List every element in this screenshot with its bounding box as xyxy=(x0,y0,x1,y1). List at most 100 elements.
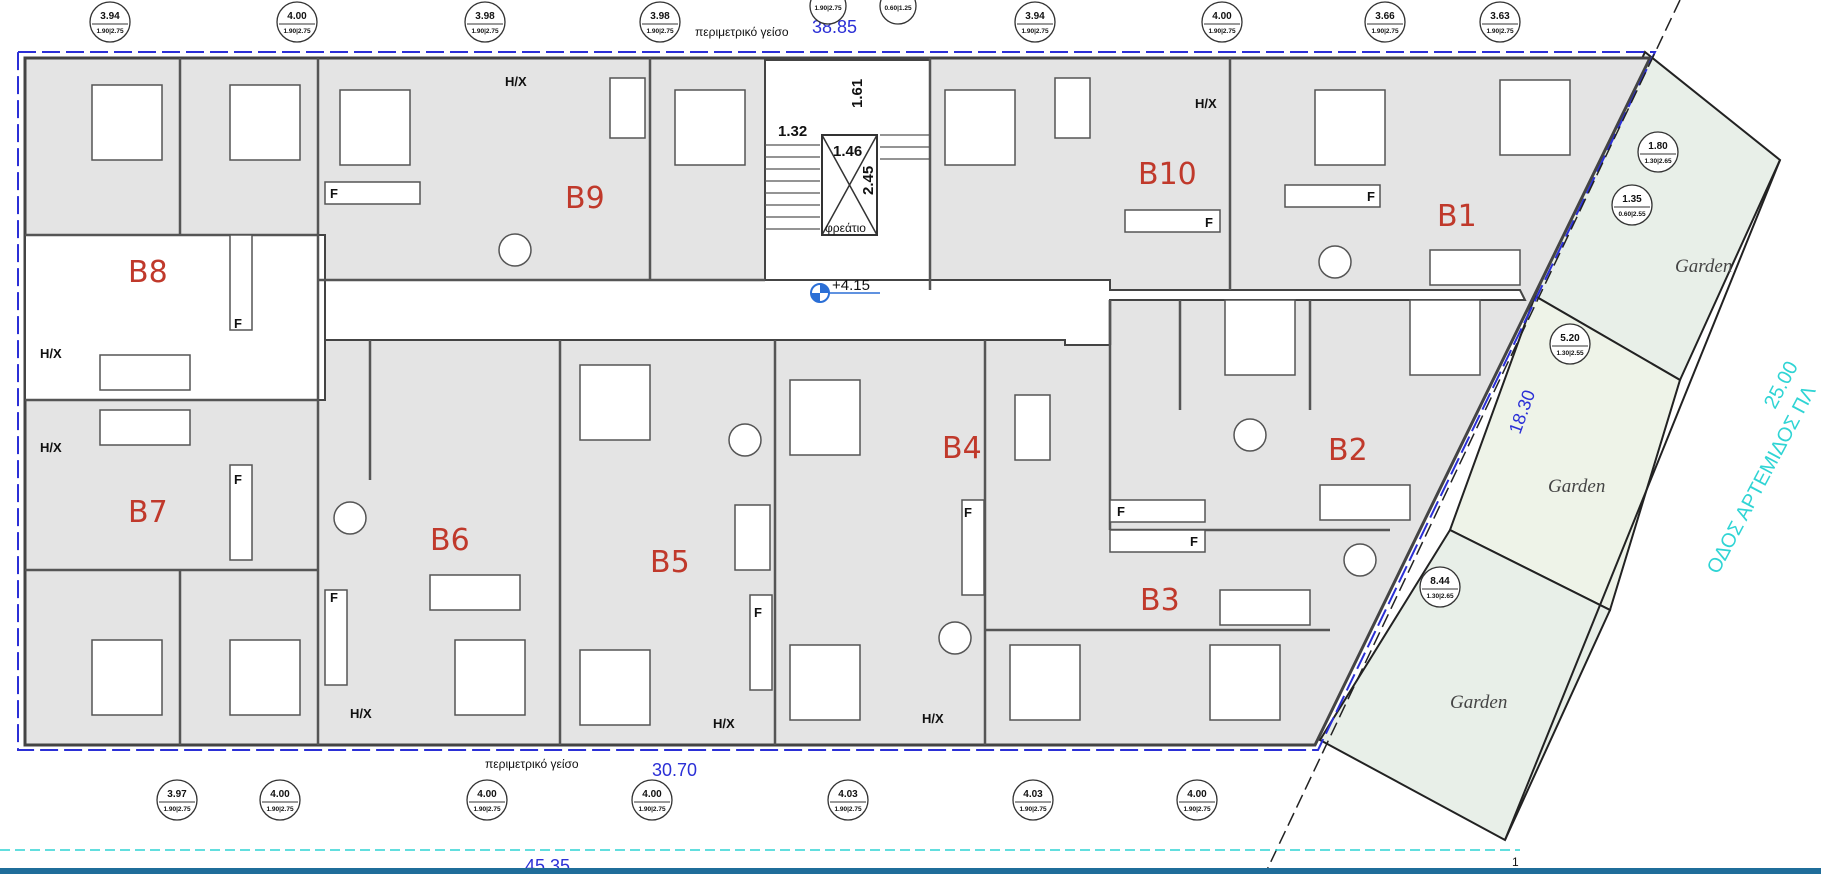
hk-labels: H/X H/X H/X H/X H/X H/X H/X xyxy=(40,74,1217,731)
window-dim-sub: 1.90|2.75 xyxy=(1019,806,1047,813)
fridge-label: F xyxy=(330,590,338,605)
window-dim-value: 3.66 xyxy=(1375,11,1395,22)
window-dim-circle: 4.00 1.90|2.75 xyxy=(259,779,301,821)
window-dim-value: 4.00 xyxy=(477,789,497,800)
stair: 1.32 1.61 1.46 2.45 φρεάτιο xyxy=(765,79,930,236)
window-dim-circle: 3.94 1.90|2.75 xyxy=(89,1,131,43)
fridge-label: F xyxy=(234,316,242,331)
hk-label: H/X xyxy=(40,346,62,361)
window-dim-sub: 1.90|2.75 xyxy=(266,806,294,813)
hk-label: H/X xyxy=(922,711,944,726)
shaft-label: φρεάτιο xyxy=(825,221,866,235)
window-dim-value: 4.03 xyxy=(1023,789,1043,800)
stair-dim-c: 1.46 xyxy=(833,143,862,160)
fridge-label: F xyxy=(1367,189,1375,204)
stair-dim-d: 2.45 xyxy=(860,166,877,195)
side-window-dimensions: 1.80 1.30|2.65 1.35 0.60|2.55 5.20 1.30|… xyxy=(1419,131,1679,608)
window-dim-value: 3.98 xyxy=(475,11,495,22)
bottom-status-bar xyxy=(0,868,1821,874)
window-dim-circle: 1.35 0.60|2.55 xyxy=(1611,184,1653,226)
apartment-label-b4: B4 xyxy=(942,431,982,466)
window-dim-sub: 1.90|2.75 xyxy=(834,806,862,813)
window-dim-sub: 1.90|2.75 xyxy=(638,806,666,813)
window-dim-circle: 4.00 1.90|2.75 xyxy=(1201,1,1243,43)
fridge-label: F xyxy=(1117,504,1125,519)
window-dim-circle: 4.00 1.90|2.75 xyxy=(631,779,673,821)
window-dim-circle: 4.00 1.90|2.75 xyxy=(276,1,318,43)
apartment-label-b6: B6 xyxy=(430,523,470,558)
fridge-label: F xyxy=(754,605,762,620)
window-dim-circle: 0.60|1.25 xyxy=(879,0,917,25)
window-dim-sub: 1.90|2.75 xyxy=(473,806,501,813)
window-dim-sub: 1.30|2.55 xyxy=(1556,350,1584,357)
apartment-label-b8: B8 xyxy=(128,255,168,290)
window-dim-sub: 1.30|2.65 xyxy=(1426,593,1454,600)
window-dim-sub: 1.90|2.75 xyxy=(1486,28,1514,35)
stair-dim-b: 1.61 xyxy=(849,79,866,108)
window-dim-sub: 1.30|2.65 xyxy=(1644,158,1672,165)
window-dim-circle: 3.97 1.90|2.75 xyxy=(156,779,198,821)
window-dim-sub: 1.90|2.75 xyxy=(471,28,499,35)
street-name: ΟΔΟΣ ΑΡΤΕΜΙΔΟΣ ΠΛ xyxy=(1703,382,1821,578)
window-dim-circle: 3.98 1.90|2.75 xyxy=(639,1,681,43)
apartment-label-b9: B9 xyxy=(565,181,605,216)
corridor xyxy=(24,59,1527,401)
window-dim-sub: 1.90|2.75 xyxy=(1371,28,1399,35)
window-dim-value: 1.80 xyxy=(1648,141,1668,152)
window-dim-value: 5.20 xyxy=(1560,333,1580,344)
corner-marker: 1 xyxy=(1512,855,1519,869)
window-dim-sub: 1.90|2.75 xyxy=(1021,28,1049,35)
window-dim-sub: 1.90|2.75 xyxy=(1183,806,1211,813)
garden-area: Garden Garden Garden xyxy=(1318,50,1782,842)
window-dim-value: 4.00 xyxy=(1212,11,1232,22)
window-dim-value: 1.35 xyxy=(1622,194,1642,205)
hk-label: H/X xyxy=(350,706,372,721)
garden-label-3: Garden xyxy=(1450,692,1507,713)
fridge-label: F xyxy=(234,472,242,487)
window-dim-circle: 1.90|2.75 xyxy=(809,0,847,25)
bottom-window-dimensions: 3.97 1.90|2.75 4.00 1.90|2.75 4.00 1.90|… xyxy=(156,779,1218,821)
window-dim-sub: 1.90|2.75 xyxy=(96,28,124,35)
stair-core xyxy=(764,59,931,281)
apartment-label-b10: B10 xyxy=(1138,157,1197,192)
boundary-dashed xyxy=(17,51,1657,751)
window-dim-sub: 0.60|1.25 xyxy=(884,5,912,12)
bottom-length: 30.70 xyxy=(652,760,697,780)
apartment-label-b5: B5 xyxy=(650,545,690,580)
furniture-beds xyxy=(91,79,1571,726)
apartment-label-b7: B7 xyxy=(128,495,168,530)
window-dim-value: 4.00 xyxy=(287,11,307,22)
window-dim-circle: 4.00 1.90|2.75 xyxy=(466,779,508,821)
window-dim-value: 3.98 xyxy=(650,11,670,22)
window-dim-value: 4.00 xyxy=(1187,789,1207,800)
fridge-label: F xyxy=(330,186,338,201)
window-dim-value: 3.97 xyxy=(167,789,187,800)
window-dim-circle: 3.98 1.90|2.75 xyxy=(464,1,506,43)
window-dim-sub: 1.90|2.75 xyxy=(283,28,311,35)
window-dim-sub: 1.90|2.75 xyxy=(163,806,191,813)
window-dim-circle: 4.00 1.90|2.75 xyxy=(1176,779,1218,821)
garden-label-2: Garden xyxy=(1548,476,1605,497)
partitions xyxy=(25,58,1390,745)
shaft xyxy=(821,134,878,236)
window-dim-circle: 4.03 1.90|2.75 xyxy=(827,779,869,821)
fridge-label: F xyxy=(964,505,972,520)
apartment-label-b1: B1 xyxy=(1437,199,1477,234)
window-dim-value: 3.94 xyxy=(100,11,120,22)
furniture-tables xyxy=(333,233,1377,655)
window-dim-circle: 8.44 1.30|2.65 xyxy=(1419,566,1461,608)
apartment-labels: B8 B9 B10 B1 B7 B6 B5 B4 B2 B3 xyxy=(128,157,1477,618)
top-window-dimensions: 3.94 1.90|2.75 4.00 1.90|2.75 3.98 1.90|… xyxy=(89,0,1521,43)
hk-label: H/X xyxy=(505,74,527,89)
garden-label-1: Garden xyxy=(1675,256,1732,277)
hk-label: H/X xyxy=(713,716,735,731)
window-dim-sub: 1.90|2.75 xyxy=(646,28,674,35)
street-dashed-line xyxy=(1264,0,1681,874)
window-dim-circle: 3.66 1.90|2.75 xyxy=(1364,1,1406,43)
window-dim-sub: 0.60|2.55 xyxy=(1618,211,1646,218)
window-dim-sub: 1.90|2.75 xyxy=(814,5,842,12)
street-boundary-line xyxy=(1504,159,1781,841)
bottom-neighbor-label: περιμετρικό γείσο xyxy=(485,757,579,771)
